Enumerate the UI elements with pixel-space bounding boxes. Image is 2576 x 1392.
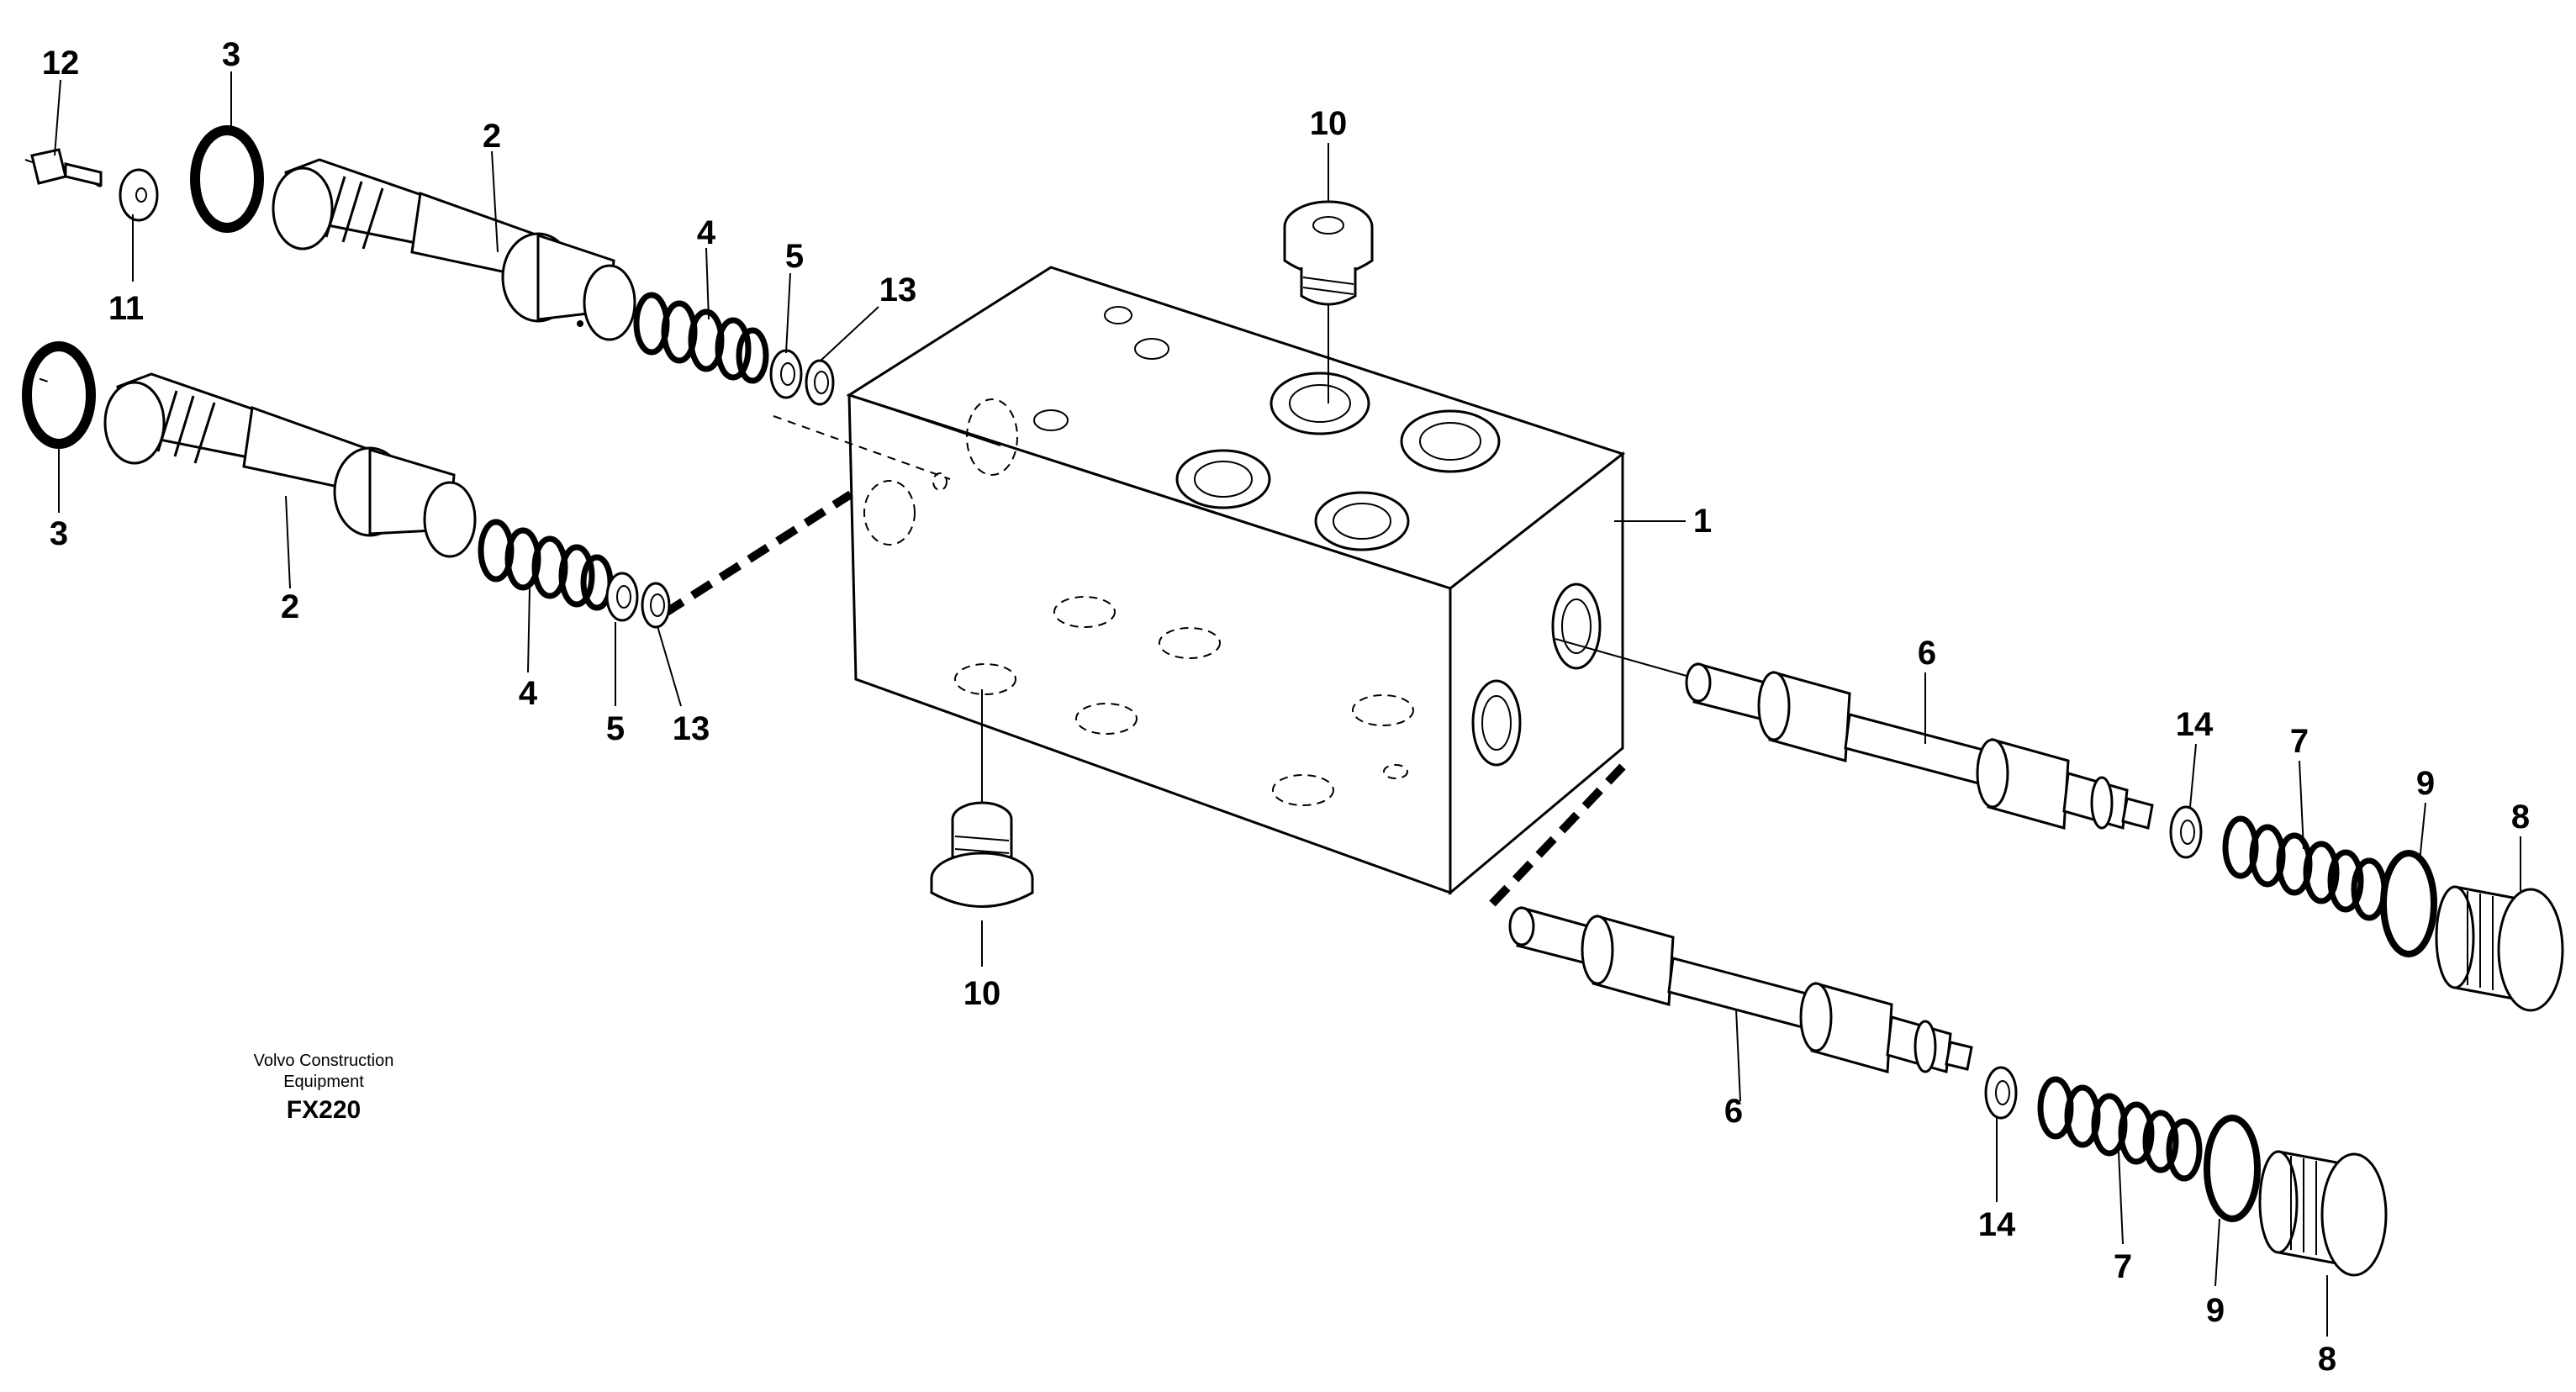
callout-10-top: 10 — [1310, 105, 1348, 142]
callout-2-upper: 2 — [483, 118, 501, 155]
spring-4-lower — [478, 519, 614, 611]
cap-8-upper — [2435, 885, 2564, 1012]
callout-14-upper: 14 — [2176, 706, 2214, 743]
lower-left-spool-assembly — [22, 341, 671, 629]
callout-9-lower: 9 — [2206, 1292, 2225, 1329]
callout-10-bottom: 10 — [963, 975, 1001, 1012]
caption-code: FX220 — [287, 1096, 361, 1124]
caption-line2: Equipment — [283, 1073, 364, 1091]
spool-2-upper — [272, 158, 636, 341]
callout-6-upper: 6 — [1918, 635, 1936, 672]
callout-5-upper: 5 — [785, 238, 804, 275]
callout-labels: 12 3 2 11 4 5 13 3 2 4 5 13 10 10 1 6 14… — [42, 36, 2530, 1378]
spool-6-upper — [1685, 662, 2154, 830]
spool-6-lower — [1508, 906, 1973, 1073]
leader-lines — [54, 71, 2521, 1337]
callout-13-lower: 13 — [673, 710, 710, 747]
upper-right-spool-assembly — [1685, 662, 2564, 1012]
callout-13-upper: 13 — [879, 272, 917, 308]
caption-line1: Volvo Construction — [254, 1052, 394, 1070]
spring-7-lower — [2037, 1076, 2203, 1182]
plug-10-bottom — [930, 801, 1034, 908]
callout-3-lower: 3 — [50, 515, 68, 552]
spool-2-lower — [103, 372, 477, 558]
callout-5-lower: 5 — [606, 710, 625, 747]
callout-8-upper: 8 — [2511, 799, 2530, 836]
callout-7-lower: 7 — [2114, 1248, 2132, 1285]
callout-4-lower: 4 — [519, 675, 538, 712]
callout-8-lower: 8 — [2318, 1341, 2336, 1378]
spring-4-upper — [633, 292, 769, 384]
spring-7-upper — [2222, 815, 2388, 921]
screw-12 — [30, 148, 103, 187]
callout-1: 1 — [1693, 503, 1712, 540]
upper-left-spool-assembly — [30, 125, 835, 406]
callout-14-lower: 14 — [1978, 1206, 2016, 1243]
caption: Volvo Construction Equipment FX220 — [254, 1052, 394, 1124]
callout-4-upper: 4 — [697, 214, 716, 251]
callout-2-lower: 2 — [281, 588, 299, 625]
callout-7-upper: 7 — [2290, 723, 2309, 760]
callout-6-lower: 6 — [1724, 1093, 1743, 1130]
valve-block — [846, 266, 1626, 896]
lower-right-spool-assembly — [1508, 906, 2388, 1277]
plug-10-top — [1283, 200, 1374, 306]
cap-8-lower — [2258, 1150, 2388, 1277]
callout-9-upper: 9 — [2416, 765, 2435, 802]
callout-11: 11 — [108, 290, 144, 327]
callout-12: 12 — [42, 45, 80, 82]
callout-3-upper: 3 — [222, 36, 240, 73]
